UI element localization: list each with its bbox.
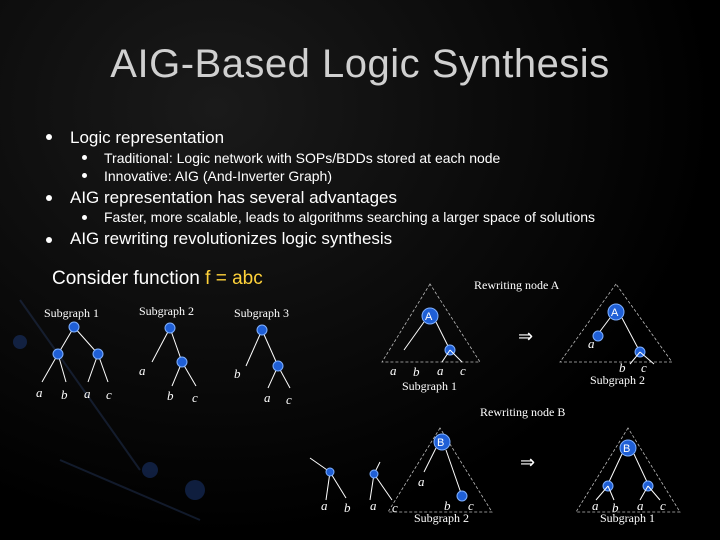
leaf-b: b (413, 364, 420, 379)
sub-bullet-dot-icon (82, 155, 87, 160)
bullet-dot-icon (46, 134, 52, 140)
leaf-c: c (106, 387, 112, 402)
bullet-2: AIG representation has several advantage… (70, 188, 397, 207)
node-a-label: A (425, 311, 433, 323)
leaf-c: c (192, 390, 198, 405)
subgraph-2-label: Subgraph 2 (139, 304, 194, 318)
leaf-c: c (460, 363, 466, 378)
bullet-dot-icon (46, 237, 52, 243)
leaf-a: a (321, 498, 328, 513)
bullet-1: Logic representation (70, 128, 225, 147)
rewrite-a-subgraph-label: Subgraph 1 (402, 379, 457, 393)
left-network-edges (41, 326, 291, 389)
rewrite-a-before: A a b a c Subgraph 1 (381, 283, 481, 393)
leaf-a: a (637, 498, 644, 513)
leaf-a: a (139, 363, 146, 378)
rewrite-b-before: B a a b a c b c Subgraph 2 (309, 427, 493, 525)
bullet-2-sub-1: Faster, more scalable, leads to algorith… (104, 209, 596, 225)
bullet-list: Logic representation Traditional: Logic … (0, 0, 720, 260)
rewrite-a-after: A a b c Subgraph 2 (559, 283, 673, 387)
leaf-b: b (619, 360, 626, 375)
consider-function: Consider function f = abc (52, 268, 263, 290)
subgraph-1-label: Subgraph 1 (44, 306, 99, 320)
rewrite-arrow-icon: ⇒ (520, 452, 535, 473)
leaf-c: c (641, 360, 647, 375)
leaf-a: a (84, 386, 91, 401)
leaf-a: a (370, 498, 377, 513)
leaf-b: b (612, 500, 619, 515)
node-b-label: B (437, 437, 444, 449)
leaf-a: a (36, 385, 43, 400)
leaf-a: a (264, 390, 271, 405)
rewrite-b-after: B a b a c Subgraph 1 (575, 427, 681, 525)
leaf-b: b (344, 500, 351, 515)
leaf-b: b (167, 388, 174, 403)
background-tree-decoration (13, 299, 205, 521)
consider-prefix: Consider function (52, 268, 206, 289)
function-expression: f = abc (205, 268, 263, 289)
rewriting-node-b-label: Rewriting node B (480, 405, 565, 419)
leaf-b: b (444, 498, 451, 513)
subgraph-3-label: Subgraph 3 (234, 306, 289, 320)
rewriting-node-a-label: Rewriting node A (474, 278, 560, 292)
leaf-c: c (392, 500, 398, 515)
leaf-b: b (61, 387, 68, 402)
rewrite-arrow-icon: ⇒ (518, 326, 533, 347)
leaf-a: a (390, 363, 397, 378)
bullet-1-sub-2: Innovative: AIG (And-Inverter Graph) (104, 168, 332, 184)
left-network-nodes (52, 321, 284, 372)
sub-bullet-dot-icon (82, 215, 87, 220)
leaf-a: a (588, 336, 595, 351)
leaf-c: c (468, 498, 474, 513)
rewrite-b-subgraph-label: Subgraph 1 (600, 511, 655, 525)
rewrite-a-subgraph-label: Subgraph 2 (590, 373, 645, 387)
bullet-1-sub-1: Traditional: Logic network with SOPs/BDD… (104, 150, 501, 166)
node-b-label: B (623, 443, 630, 455)
leaf-a: a (437, 363, 444, 378)
leaf-b: b (234, 366, 241, 381)
leaf-a: a (592, 498, 599, 513)
leaf-c: c (660, 498, 666, 513)
rewrite-b-subgraph-label: Subgraph 2 (414, 511, 469, 525)
leaf-c: c (286, 392, 292, 407)
slide-title: AIG-Based Logic Synthesis (110, 42, 610, 86)
node-a-label: A (611, 307, 619, 319)
leaf-a: a (418, 474, 425, 489)
sub-bullet-dot-icon (82, 173, 87, 178)
left-network-leaves: a b a c a b c b a c (36, 363, 292, 407)
bullet-3: AIG rewriting revolutionizes logic synth… (70, 229, 393, 248)
bullet-dot-icon (46, 195, 52, 201)
